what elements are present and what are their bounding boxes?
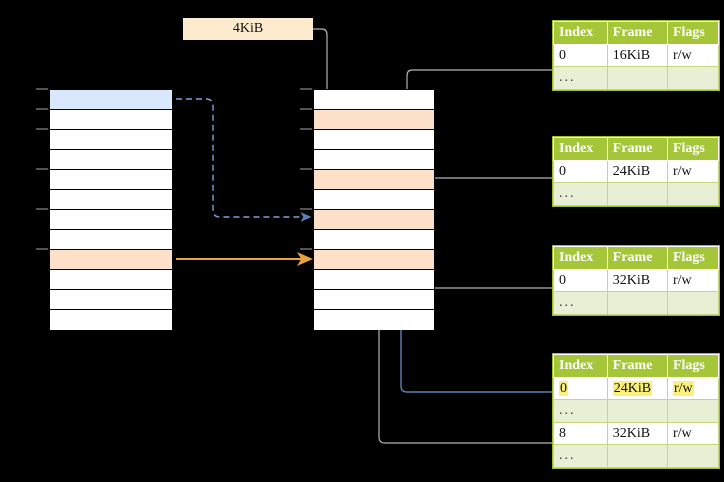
table-cell (666, 291, 720, 315)
size-label-text: 4KiB (232, 21, 264, 36)
column-header-index: Index (553, 354, 608, 378)
table-row: ... (553, 182, 720, 206)
table-cell: 0 (553, 159, 608, 183)
table-cell: r/w (666, 421, 720, 445)
virtual-page-row (50, 310, 172, 330)
physical-frame-row (314, 310, 434, 330)
virtual-page-row (50, 230, 172, 250)
table-cell (666, 444, 720, 468)
size-label-4kib: 4KiB (183, 18, 313, 40)
virtual-page-row (50, 290, 172, 310)
column-header-flags: Flags (666, 246, 720, 270)
physical-frame-row (314, 210, 434, 230)
virtual-page-row (50, 90, 172, 110)
physical-frame-row (314, 230, 434, 250)
table-cell: 16KiB (606, 43, 668, 67)
physical-memory-column (313, 89, 435, 330)
table-cell (606, 444, 668, 468)
table-cell (606, 66, 668, 90)
table-cell: 0 (553, 268, 608, 292)
column-header-flags: Flags (666, 21, 720, 45)
table-row: ... (553, 66, 720, 90)
table-cell (666, 182, 720, 206)
table-cell: r/w (666, 268, 720, 292)
column-header-index: Index (553, 246, 608, 270)
table-cell: r/w (666, 43, 720, 67)
virtual-page-row (50, 190, 172, 210)
highlighted-value: r/w (672, 380, 694, 396)
table-cell: 32KiB (606, 268, 668, 292)
table-cell (606, 182, 668, 206)
table-cell (666, 66, 720, 90)
column-header-frame: Frame (606, 137, 668, 161)
table-cell: 8 (553, 421, 608, 445)
physical-frame-row (314, 290, 434, 310)
virtual-page-row (50, 130, 172, 150)
table-cell: r/w (666, 159, 720, 183)
virtual-page-row (50, 170, 172, 190)
column-header-flags: Flags (666, 354, 720, 378)
column-header-index: Index (553, 21, 608, 45)
highlighted-value: 24KiB (612, 380, 653, 396)
table-cell: ... (553, 66, 608, 90)
virtual-page-row (50, 150, 172, 170)
table-cell: ... (553, 399, 608, 423)
table-cell (606, 399, 668, 423)
table-cell: 24KiB (606, 376, 668, 400)
column-header-frame: Frame (606, 354, 668, 378)
table-cell: 32KiB (606, 421, 668, 445)
table-cell: ... (553, 182, 608, 206)
table-row: ... (553, 444, 720, 468)
physical-frame-row (314, 250, 434, 270)
physical-frame-row (314, 270, 434, 290)
table-row: 0 24KiB r/w (553, 376, 720, 400)
column-header-frame: Frame (606, 21, 668, 45)
column-header-frame: Frame (606, 246, 668, 270)
table-cell: ... (553, 291, 608, 315)
column-header-flags: Flags (666, 137, 720, 161)
table-cell (606, 291, 668, 315)
highlighted-value: 0 (559, 380, 568, 396)
table-cell: ... (553, 444, 608, 468)
table-cell: r/w (666, 376, 720, 400)
virtual-page-row (50, 270, 172, 290)
virtual-page-row (50, 110, 172, 130)
table-row: ... (553, 399, 720, 423)
physical-frame-row (314, 110, 434, 130)
table-cell: 0 (553, 376, 608, 400)
column-header-index: Index (553, 137, 608, 161)
physical-frame-row (314, 130, 434, 150)
physical-frame-row (314, 150, 434, 170)
physical-frame-row (314, 190, 434, 210)
table-row: ... (553, 291, 720, 315)
physical-frame-row (314, 90, 434, 110)
virtual-page-row (50, 250, 172, 270)
physical-frame-row (314, 170, 434, 190)
virtual-address-space-column (49, 89, 173, 330)
virtual-page-row (50, 210, 172, 230)
table-cell: 24KiB (606, 159, 668, 183)
table-cell (666, 399, 720, 423)
table-cell: 0 (553, 43, 608, 67)
